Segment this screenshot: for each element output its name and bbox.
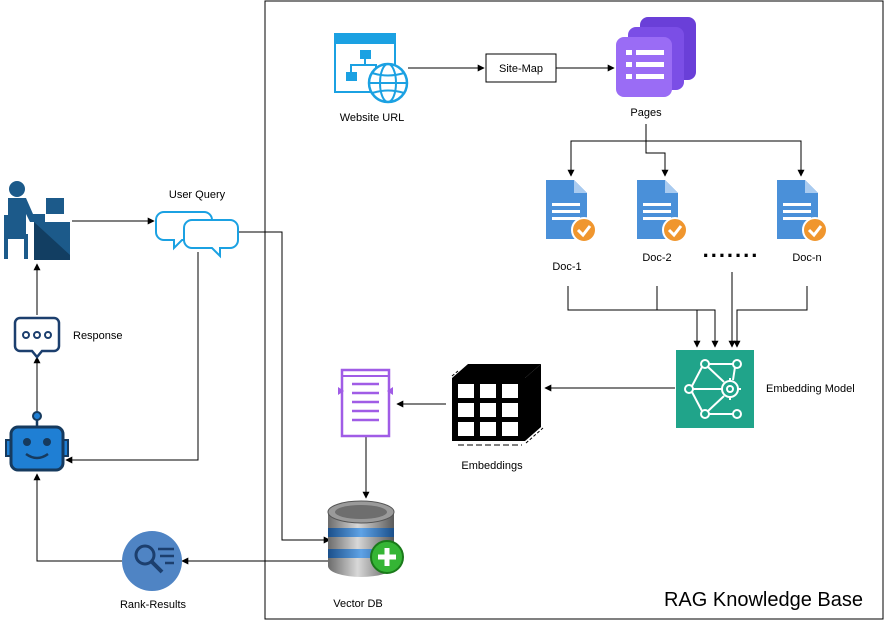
database-add-icon — [327, 500, 404, 577]
doc-2-label: Doc-2 — [642, 252, 671, 264]
doc-2-node: Doc-2 — [637, 180, 688, 264]
docs-ellipsis: ....... — [703, 237, 760, 262]
embeddings-label: Embeddings — [461, 460, 523, 472]
ranked-search-icon — [122, 531, 182, 591]
user-node — [4, 181, 70, 260]
doc-n-label: Doc-n — [792, 252, 821, 264]
embeddings-cube-icon — [451, 364, 544, 446]
edge-rank-to-bot — [33, 473, 122, 562]
user-query-node: User Query — [155, 189, 239, 259]
container-title: RAG Knowledge Base — [664, 589, 863, 611]
chatbot-node — [5, 411, 69, 472]
response-node: Response — [13, 316, 123, 359]
vector-db-label: Vector DB — [333, 598, 383, 610]
message-dots-icon — [13, 316, 61, 359]
doc-1-label: Doc-1 — [552, 261, 581, 273]
website-url-node: Website URL — [334, 33, 409, 124]
doc-n-node: Doc-n — [777, 180, 828, 264]
embeddings-node: Embeddings — [451, 364, 544, 472]
doc-1-node: Doc-1 — [546, 180, 597, 273]
user-query-label: User Query — [169, 189, 226, 201]
sitemap-globe-icon — [334, 33, 409, 104]
edge-doc1-to-model — [567, 286, 701, 348]
edge-docn-to-model — [733, 286, 808, 348]
edge-pages-to-doc2 — [645, 141, 669, 177]
pages-node: Pages — [616, 17, 696, 119]
edge-query-to-bot — [65, 252, 199, 464]
edge-query-to-vectordb — [238, 231, 331, 544]
neural-network-gear-icon — [676, 350, 754, 428]
chat-bubbles-icon — [155, 211, 239, 259]
embedding-model-label: Embedding Model — [766, 383, 855, 395]
document-check-icon — [546, 180, 597, 243]
chatbot-icon — [5, 411, 69, 472]
indexed-document-icon — [338, 368, 393, 438]
edges — [33, 64, 808, 565]
edge-pages-to-doc1 — [567, 124, 647, 177]
vector-db-node: Vector DB — [327, 500, 404, 610]
rank-results-node: Rank-Results — [120, 531, 187, 611]
website-url-label: Website URL — [340, 112, 405, 124]
document-check-icon — [637, 180, 688, 243]
site-map-label: Site-Map — [499, 63, 543, 75]
embedding-model-node: Embedding Model — [676, 350, 855, 428]
site-map-node: Site-Map — [485, 53, 557, 83]
response-label: Response — [73, 330, 123, 342]
user-at-computer-icon — [4, 181, 70, 260]
edge-doc2-to-model — [656, 286, 719, 348]
pages-label: Pages — [630, 107, 662, 119]
pages-stack-icon — [616, 17, 696, 97]
indexed-document-node — [338, 368, 393, 438]
document-check-icon — [777, 180, 828, 243]
rank-results-label: Rank-Results — [120, 599, 187, 611]
edge-pages-to-docn — [646, 140, 805, 177]
rag-knowledge-base-container — [264, 0, 884, 620]
